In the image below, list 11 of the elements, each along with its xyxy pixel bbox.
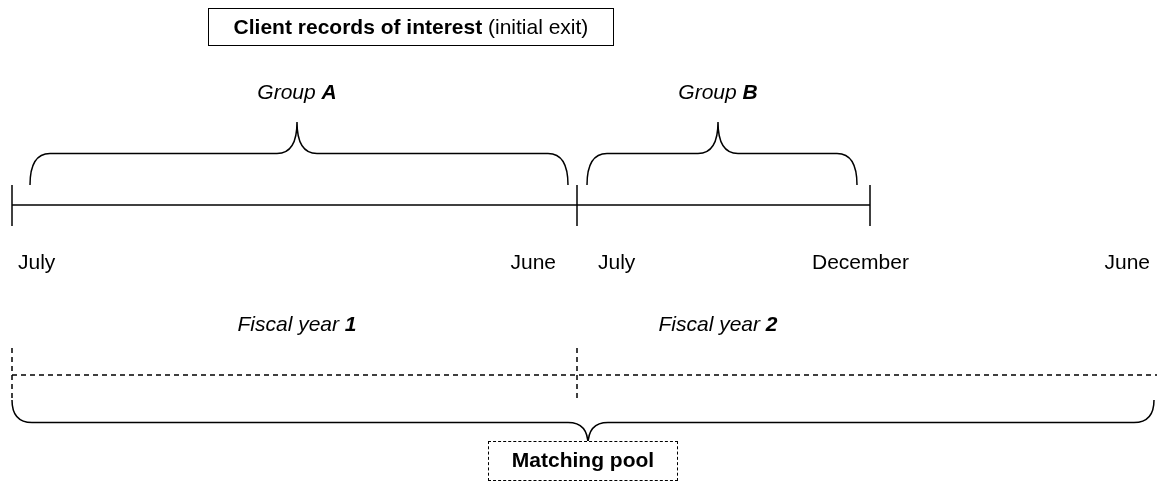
month-label: July	[598, 250, 636, 274]
group-label: Group B	[678, 80, 758, 104]
month-label: December	[812, 250, 909, 274]
fiscal-year-label: Fiscal year 2	[658, 312, 778, 336]
month-label: July	[18, 250, 56, 274]
title-box: Client records of interest (initial exit)	[208, 8, 614, 46]
month-label: June	[1104, 250, 1150, 274]
pool-box: Matching pool	[488, 441, 678, 481]
fiscal-year-label: Fiscal year 1	[237, 312, 357, 336]
group-label: Group A	[257, 80, 337, 104]
month-label: June	[510, 250, 556, 274]
